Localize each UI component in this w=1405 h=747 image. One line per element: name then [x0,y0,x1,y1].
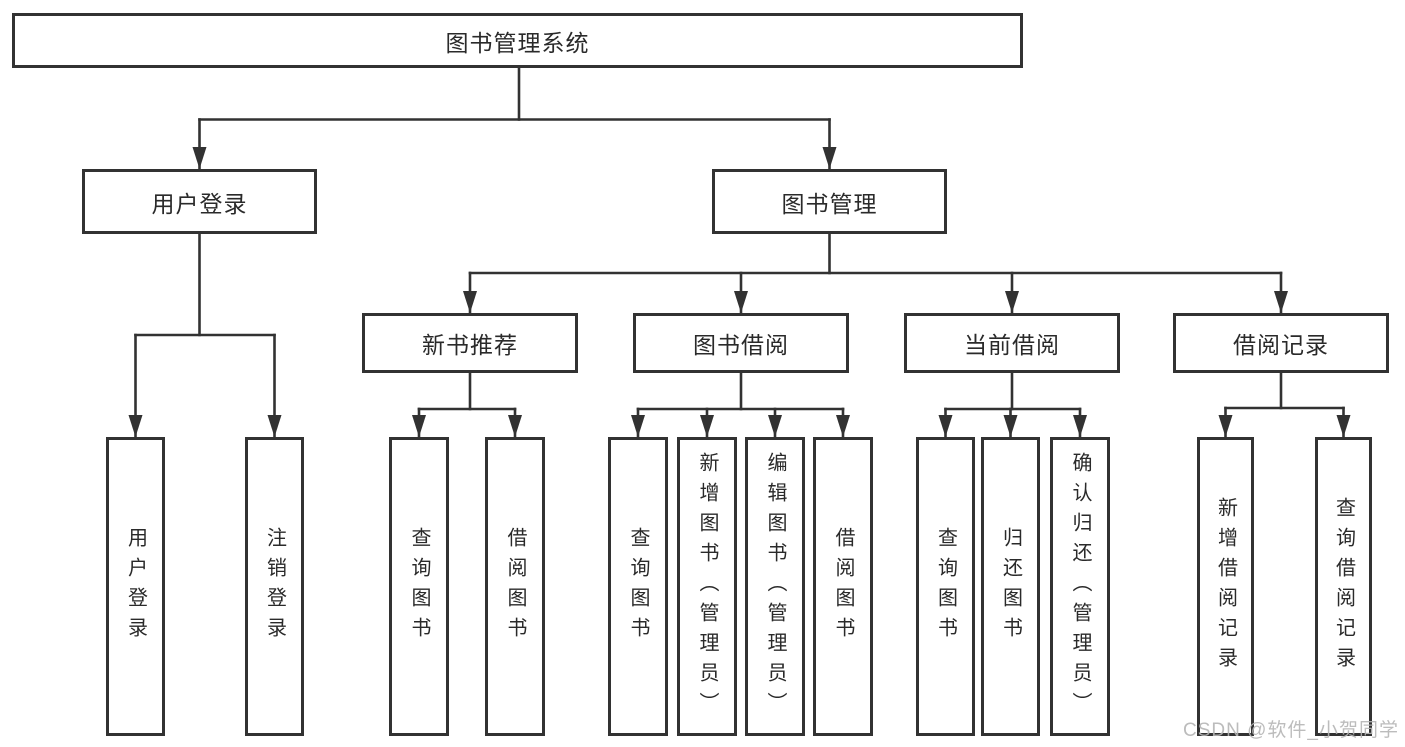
node-library-management-system: 图书管理系统 [12,13,1023,68]
leaf-label: 新增图书（管理员） [696,451,718,722]
leaf-label: 注销登录 [263,526,286,647]
node-label: 当前借阅 [964,332,1060,358]
leaf-label: 归还图书 [999,526,1022,647]
leaf-borrow-books: 借阅图书 [813,437,873,736]
leaf-borrow-books: 借阅图书 [485,437,545,736]
leaf-label: 查询借阅记录 [1332,496,1355,677]
node-current-borrow: 当前借阅 [904,313,1120,373]
node-book-management: 图书管理 [712,169,947,234]
leaf-label: 确认归还（管理员） [1069,451,1091,722]
leaf-add-books-admin: 新增图书（管理员） [677,437,737,736]
node-label: 借阅记录 [1233,332,1329,358]
leaf-label: 查询图书 [934,526,957,647]
node-borrow-records: 借阅记录 [1173,313,1389,373]
node-label: 用户登录 [151,190,248,217]
csdn-watermark: CSDN @软件_小贺同学 [1183,720,1399,741]
leaf-user-login: 用户登录 [106,437,165,736]
node-label: 图书借阅 [693,332,789,358]
node-label: 图书管理系统 [445,29,590,56]
leaf-label: 借阅图书 [832,526,854,647]
leaf-label: 借阅图书 [504,526,526,647]
leaf-label: 用户登录 [124,526,147,647]
node-label: 图书管理 [781,190,878,217]
node-label: 新书推荐 [422,332,518,358]
leaf-return-books: 归还图书 [981,437,1040,736]
leaf-query-books: 查询图书 [916,437,975,736]
leaf-label: 查询图书 [627,526,649,647]
node-book-borrow: 图书借阅 [633,313,849,373]
leaf-label: 查询图书 [408,526,430,647]
node-user-login: 用户登录 [82,169,317,234]
leaf-query-books: 查询图书 [608,437,668,736]
leaf-query-borrow-record: 查询借阅记录 [1315,437,1372,736]
leaf-confirm-return-admin: 确认归还（管理员） [1050,437,1110,736]
node-new-book-recommend: 新书推荐 [362,313,578,373]
leaf-add-borrow-record: 新增借阅记录 [1197,437,1254,736]
leaf-edit-books-admin: 编辑图书（管理员） [745,437,805,736]
leaf-label: 新增借阅记录 [1214,496,1237,677]
leaf-label: 编辑图书（管理员） [764,451,786,722]
leaf-query-books: 查询图书 [389,437,449,736]
leaf-logout: 注销登录 [245,437,304,736]
